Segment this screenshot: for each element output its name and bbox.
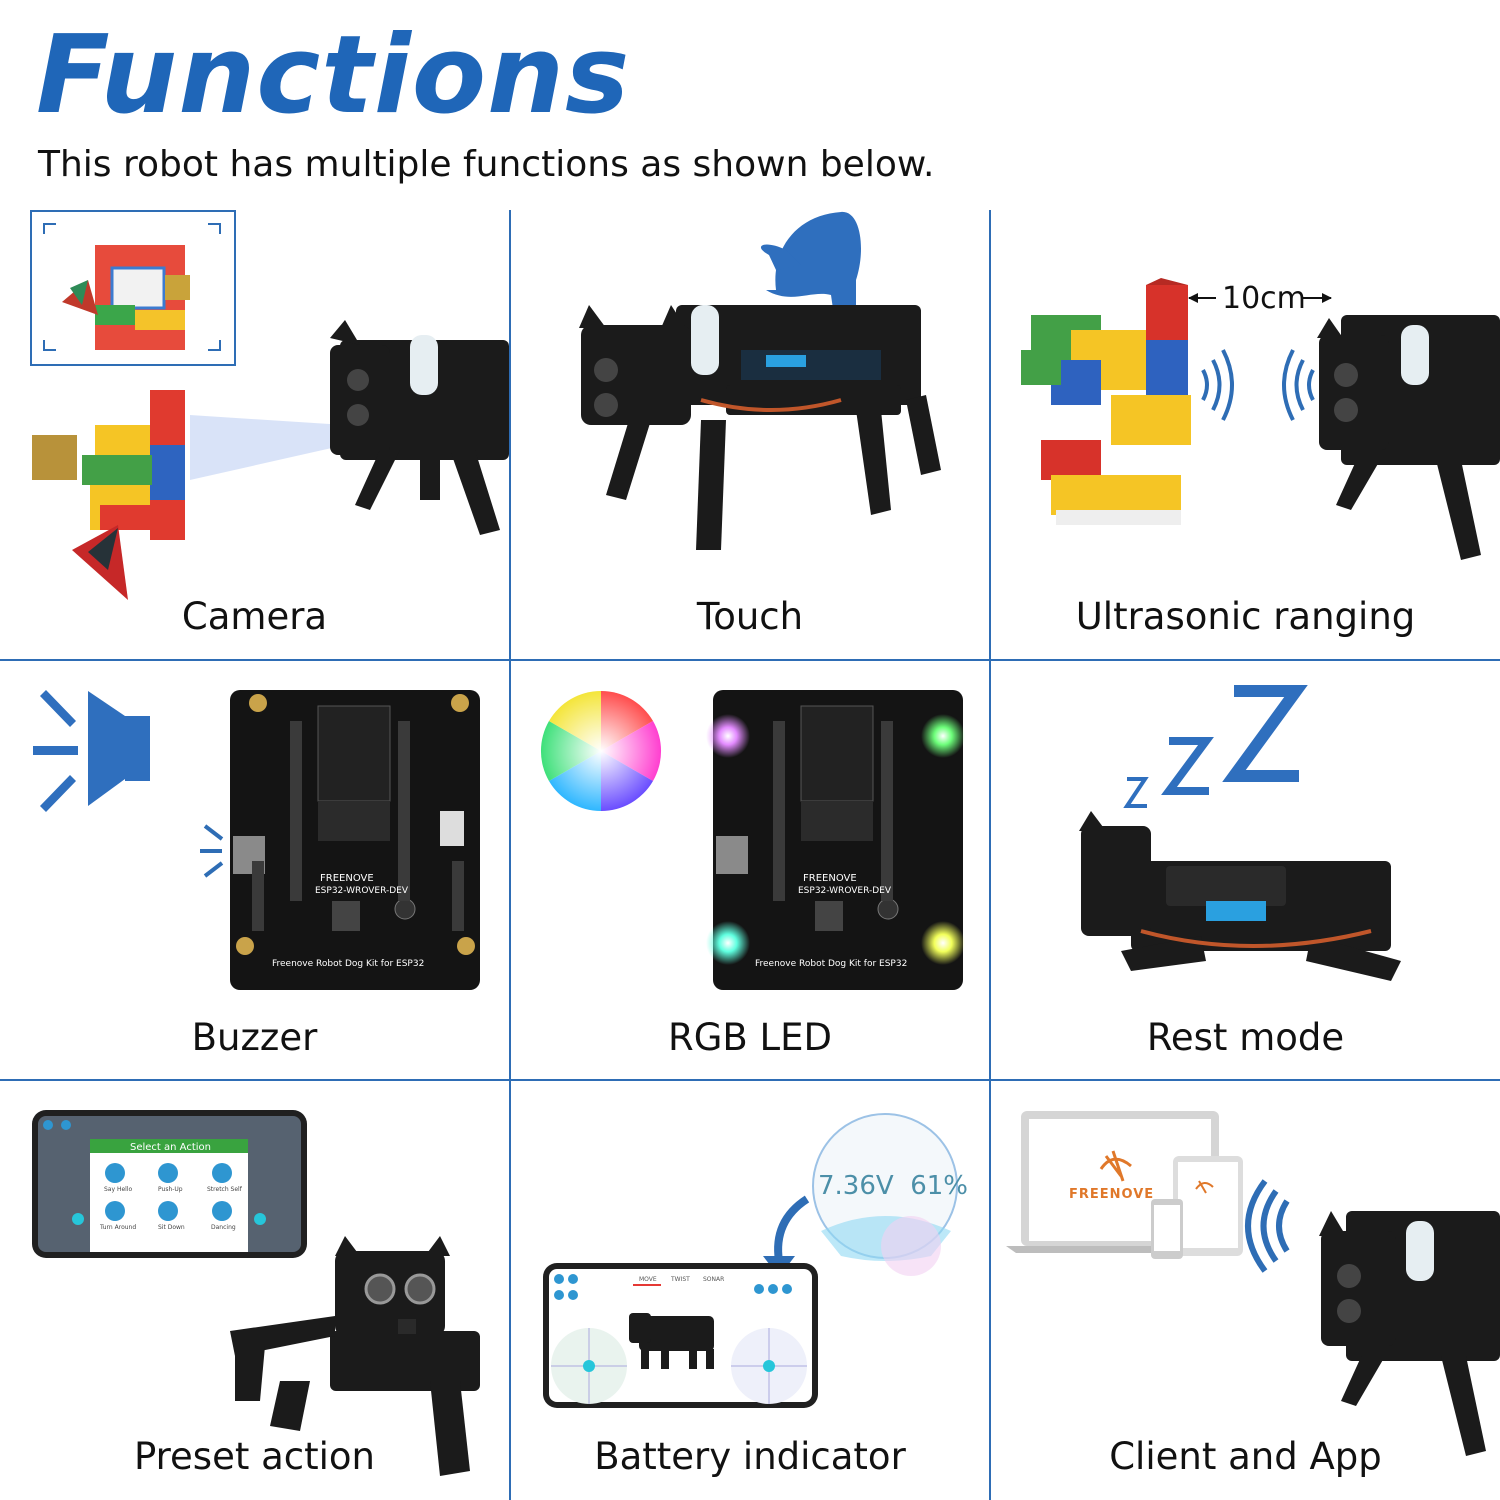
finger-icon (766, 211, 861, 330)
svg-text:Dancing: Dancing (211, 1224, 236, 1231)
svg-text:Push-Up: Push-Up (158, 1186, 183, 1193)
cell-touch: Touch (511, 210, 989, 659)
svg-text:Freenove Robot Dog Kit for ESP: Freenove Robot Dog Kit for ESP32 (755, 959, 907, 969)
freenove-logo-icon (1099, 1150, 1132, 1182)
page-subtitle: This robot has multiple functions as sho… (38, 144, 935, 185)
svg-text:ESP32-WROVER-DEV: ESP32-WROVER-DEV (798, 886, 892, 896)
rgb-led-label: RGB LED (667, 1016, 832, 1059)
camera-illustration (30, 210, 509, 600)
page-title: Functions (36, 13, 631, 138)
battery-indicator-label: Battery indicator (594, 1435, 906, 1478)
camera-label: Camera (181, 595, 328, 638)
battery-readout: 7.36V 61% (818, 1171, 968, 1201)
color-wheel-icon (540, 691, 662, 811)
cell-battery-indicator: MOVE TWIST SONAR 7.36V 61% Battery indicat… (511, 1081, 989, 1500)
touch-label: Touch (696, 595, 804, 638)
cell-camera: Camera (0, 210, 509, 659)
svg-text:FREENOVE: FREENOVE (803, 873, 857, 884)
cell-ultrasonic: 10cm Ultrasonic ranging (991, 210, 1500, 659)
divider-h1 (0, 659, 1500, 661)
popup-title: Select an Action (130, 1142, 211, 1153)
ultrasonic-label: Ultrasonic ranging (1075, 595, 1416, 638)
svg-text:SONAR: SONAR (703, 1276, 724, 1283)
speaker-icon (33, 690, 150, 812)
preset-action-label: Preset action (133, 1435, 376, 1478)
touch-illustration (579, 211, 941, 550)
buzzer-illustration: FREENOVE ESP32-WROVER-DEV Freenove Robot… (33, 690, 480, 990)
divider-h2 (0, 1079, 1500, 1081)
cell-client-app: FREENOVE Client and App (991, 1081, 1500, 1500)
svg-text:Say Hello: Say Hello (104, 1186, 132, 1193)
distance-annotation: 10cm (1222, 281, 1306, 316)
svg-text:Stretch Self: Stretch Self (207, 1186, 243, 1193)
ultrasonic-illustration (1021, 278, 1500, 560)
svg-text:MOVE: MOVE (639, 1276, 657, 1283)
divider-v2 (989, 210, 991, 1500)
cell-buzzer: FREENOVE ESP32-WROVER-DEV Freenove Robot… (0, 661, 509, 1079)
battery-illustration: MOVE TWIST SONAR (543, 1113, 958, 1408)
buzzer-label: Buzzer (191, 1016, 318, 1059)
cell-preset-action: Select an Action Say Hello Push-Up Stretch… (0, 1081, 509, 1500)
cell-rgb-led: FREENOVE ESP32-WROVER-DEV Freenove Robot… (511, 661, 989, 1079)
rgb-led-illustration: FREENOVE ESP32-WROVER-DEV Freenove Robot… (540, 690, 965, 990)
laptop-brand: FREENOVE (1069, 1187, 1155, 1202)
svg-text:Turn Around: Turn Around (99, 1224, 136, 1231)
client-app-illustration (1006, 1111, 1500, 1456)
svg-text:TWIST: TWIST (670, 1276, 690, 1283)
rest-mode-label: Rest mode (1146, 1016, 1345, 1059)
client-app-label: Client and App (1109, 1435, 1382, 1478)
preset-action-illustration: Select an Action Say Hello Push-Up Stretch… (32, 1110, 480, 1476)
down-arrow-icon (774, 1195, 810, 1262)
cell-rest-mode: Rest mode (991, 661, 1500, 1079)
sleep-zzz-icon (1123, 685, 1308, 808)
board-name: FREENOVE (320, 873, 374, 884)
board-model: ESP32-WROVER-DEV (315, 886, 409, 896)
board-caption: Freenove Robot Dog Kit for ESP32 (272, 959, 424, 969)
rest-mode-illustration (1079, 685, 1401, 981)
divider-v1 (509, 210, 511, 1500)
wireless-icon (1245, 1179, 1290, 1273)
svg-text:Sit Down: Sit Down (158, 1224, 185, 1231)
